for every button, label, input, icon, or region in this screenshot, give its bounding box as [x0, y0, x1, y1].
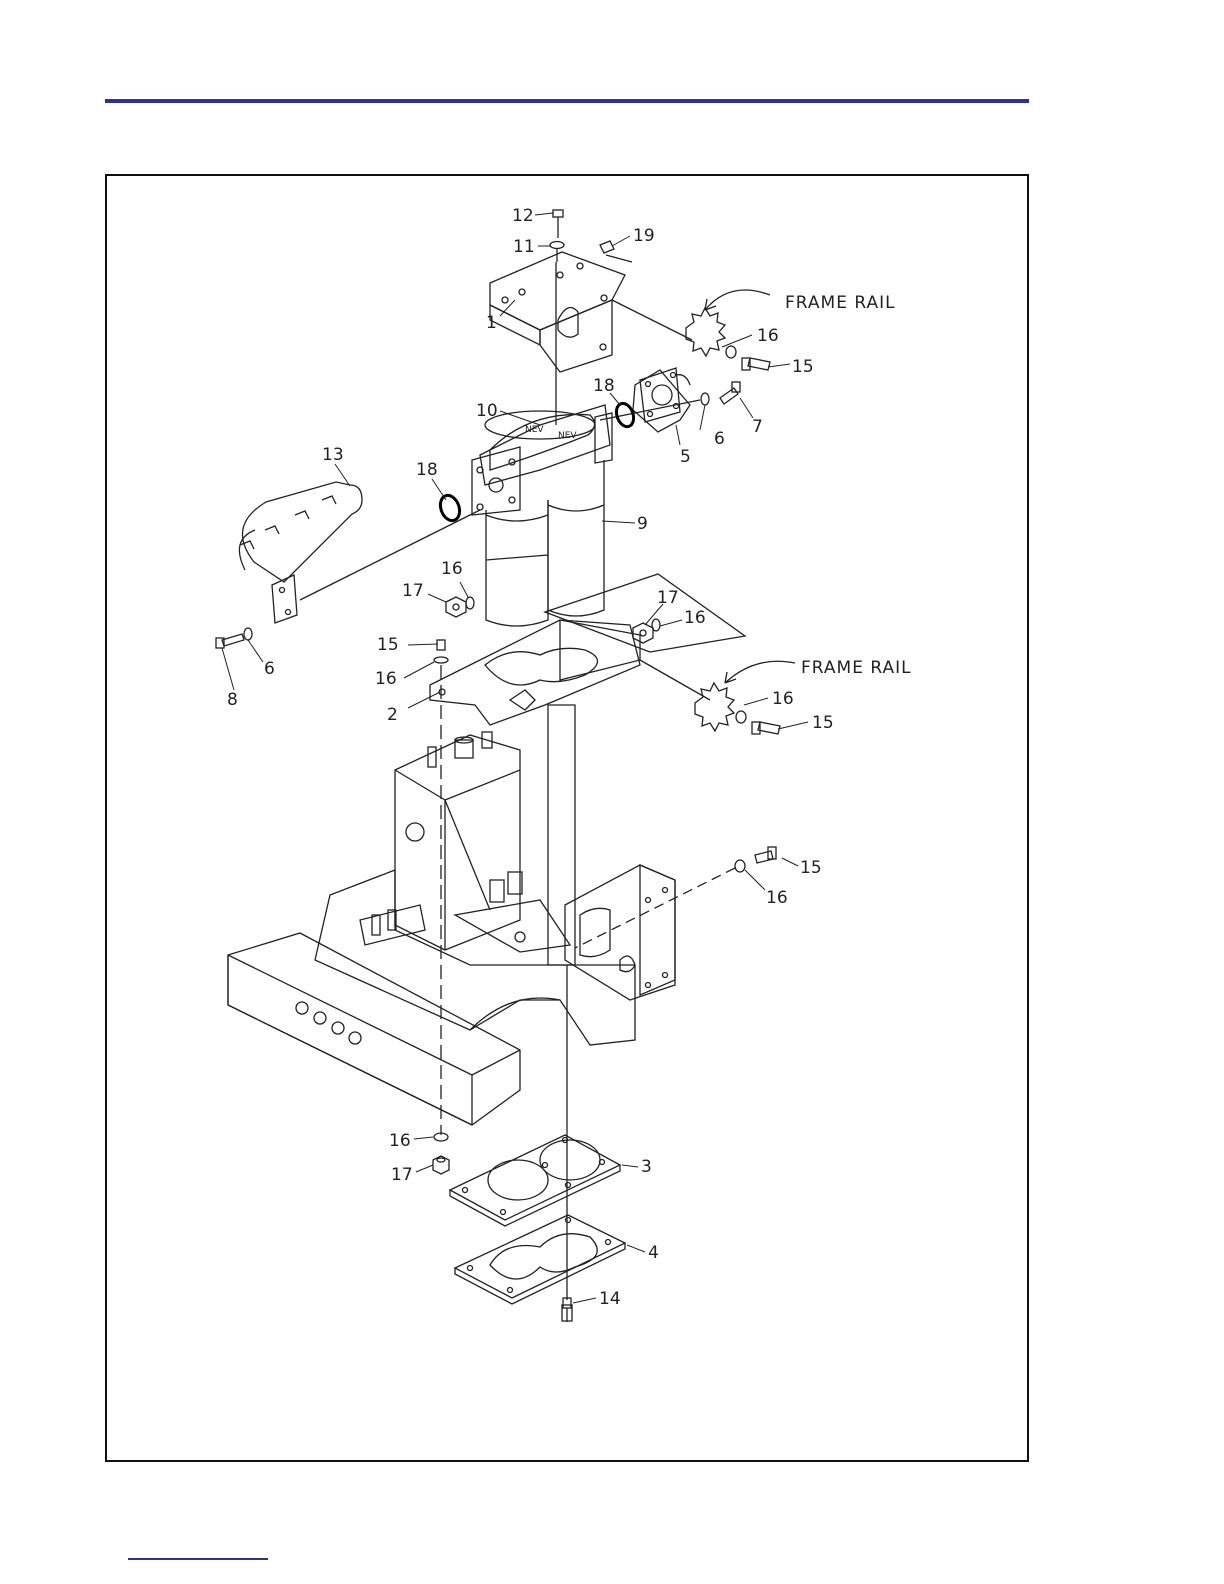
part-12-bolt [550, 210, 564, 262]
label-6a: 6 [714, 429, 725, 449]
label-16c: 16 [684, 608, 706, 628]
footer-rule [128, 1558, 268, 1560]
label-16g: 16 [389, 1131, 411, 1151]
label-6b: 6 [264, 659, 275, 679]
part-17-nuts [446, 597, 660, 643]
label-18a: 18 [593, 376, 615, 396]
part-16-17-lower [433, 1133, 449, 1174]
part-3-plate [450, 1135, 620, 1226]
label-12: 12 [512, 206, 534, 226]
label-15d: 15 [800, 858, 822, 878]
label-11: 11 [513, 237, 535, 257]
label-7: 7 [752, 417, 763, 437]
part-14-bolt [562, 1298, 572, 1322]
label-16a: 16 [757, 326, 779, 346]
label-16f: 16 [766, 888, 788, 908]
label-16b: 16 [441, 559, 463, 579]
frame-rail-mid [434, 640, 795, 734]
label-1: 1 [486, 313, 497, 333]
label-3: 3 [641, 1157, 652, 1177]
label-frame-rail-mid: FRAME RAIL [801, 658, 912, 678]
label-15a: 15 [792, 357, 814, 377]
chassis-frame [228, 705, 776, 1125]
label-2: 2 [387, 705, 398, 725]
label-frame-rail-top: FRAME RAIL [785, 293, 896, 313]
part-9-filter-canisters [486, 460, 604, 626]
part-2-mounting-plate [430, 574, 745, 725]
svg-text:NEV: NEV [558, 431, 577, 441]
part-1-upper-bracket [490, 252, 692, 372]
label-18b: 18 [416, 460, 438, 480]
label-17c: 17 [391, 1165, 413, 1185]
label-13: 13 [322, 445, 344, 465]
label-19: 19 [633, 226, 655, 246]
callout-labels: 12 11 19 FRAME RAIL 1 16 15 18 10 7 6 5 … [227, 206, 912, 1309]
part-19-plug [600, 241, 614, 253]
label-4: 4 [648, 1243, 659, 1263]
svg-text:NEV: NEV [525, 425, 544, 435]
leader-lines [222, 213, 808, 1303]
label-14: 14 [599, 1289, 621, 1309]
label-5: 5 [680, 447, 691, 467]
label-17a: 17 [402, 581, 424, 601]
label-15c: 15 [812, 713, 834, 733]
label-15b: 15 [377, 635, 399, 655]
label-17b: 17 [657, 588, 679, 608]
label-10: 10 [476, 401, 498, 421]
label-16e: 16 [772, 689, 794, 709]
label-16d: 16 [375, 669, 397, 689]
label-8: 8 [227, 690, 238, 710]
part-10-filter-head: NEV NEV [472, 405, 612, 515]
label-9: 9 [637, 514, 648, 534]
